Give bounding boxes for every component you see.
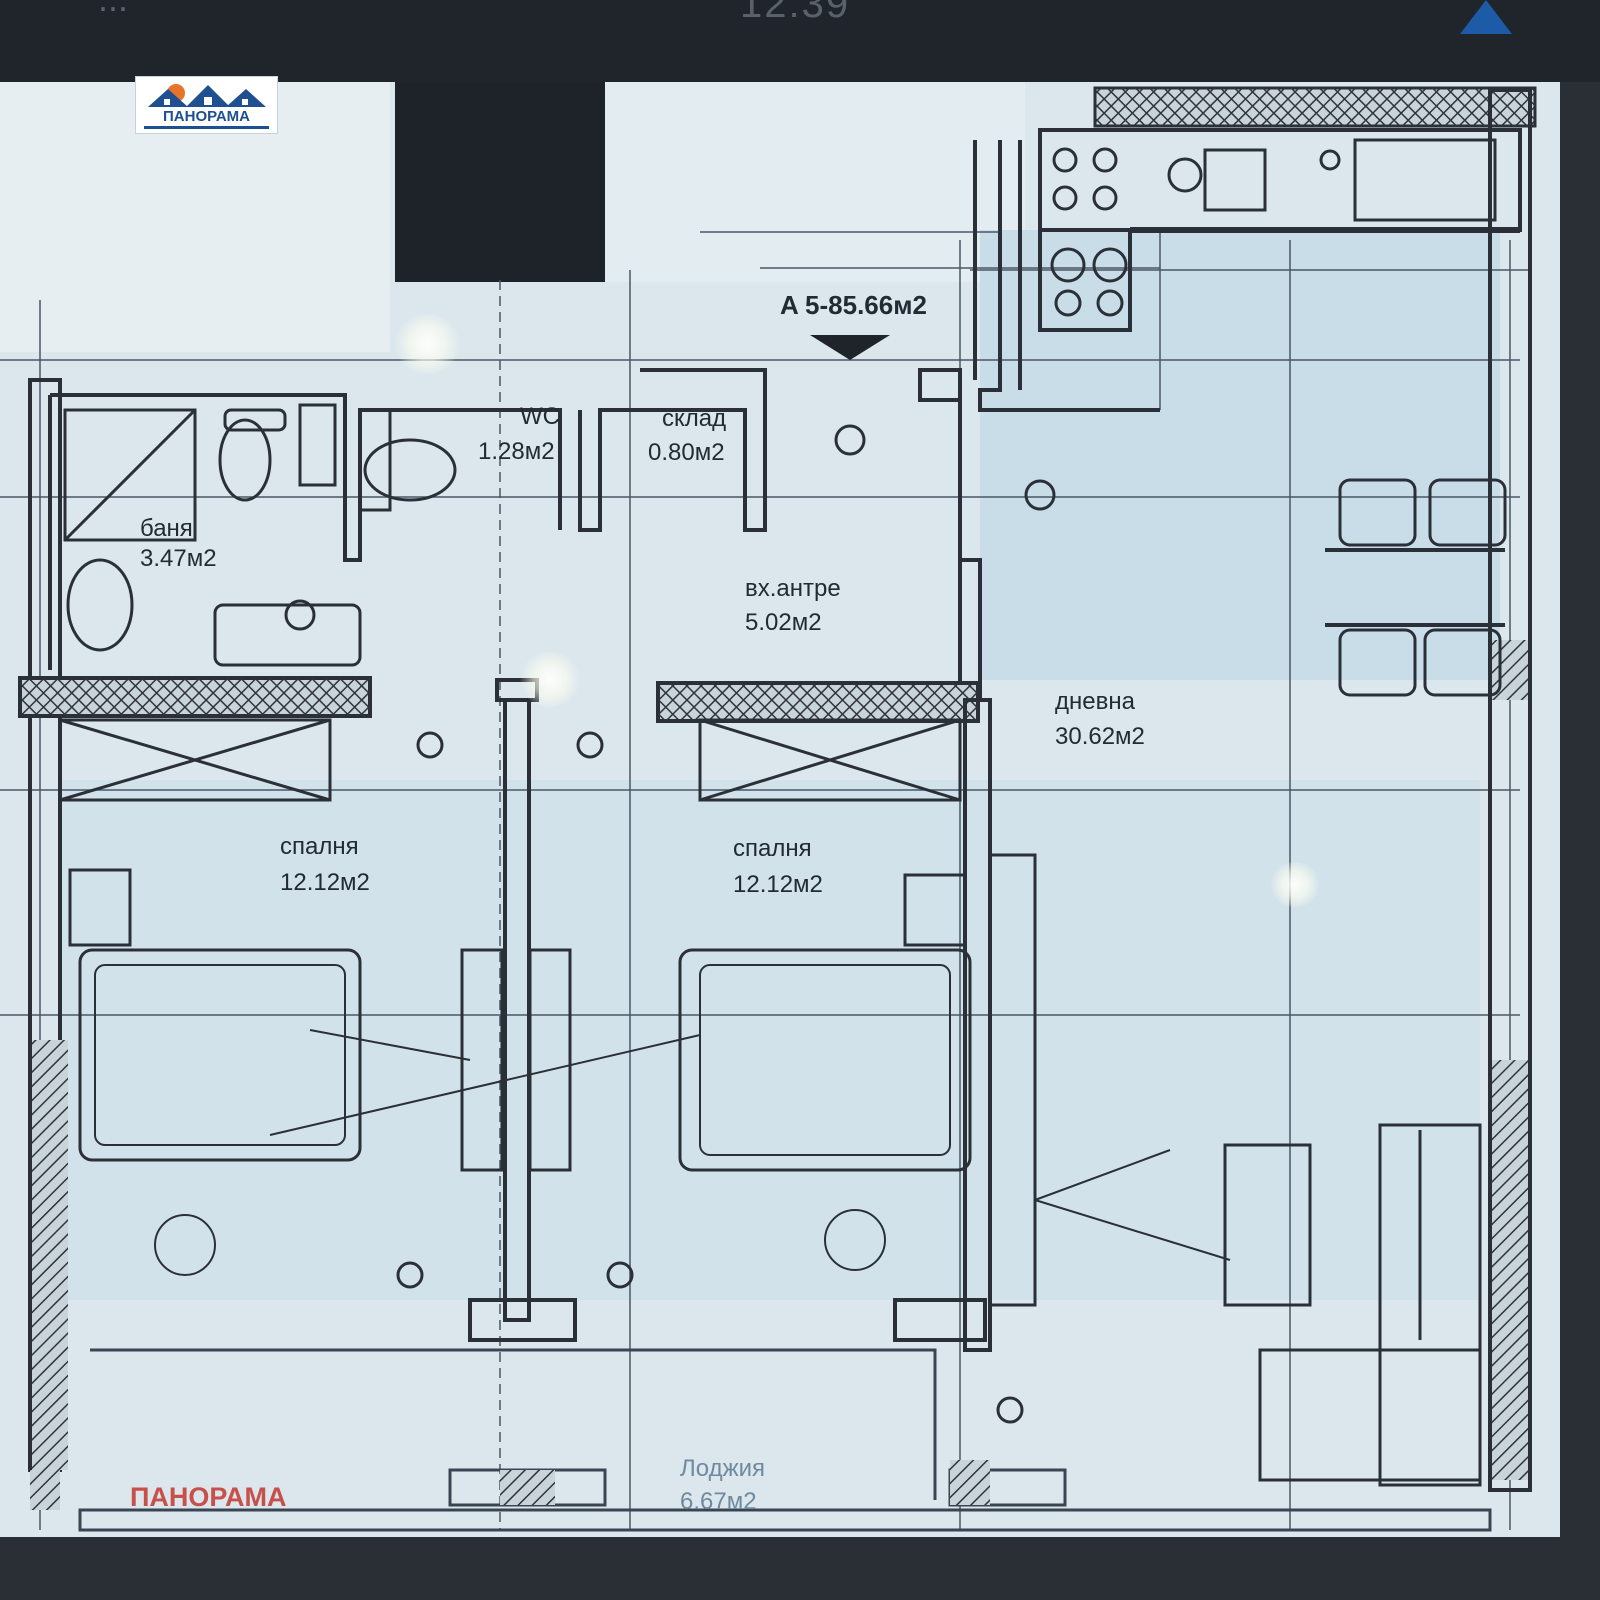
room-bedroom2-name: спалня: [733, 835, 812, 862]
doors: [460, 853, 1037, 1307]
floor-plan-screen: A 5-85.66м2 баня 3.47м2 WC 1.28м2 склад …: [0, 82, 1560, 1537]
room-living-area: 30.62м2: [1055, 723, 1145, 750]
misc-symbols: [154, 424, 1231, 1424]
up-arrow-icon[interactable]: [1460, 0, 1512, 34]
room-entrance-area: 5.02м2: [745, 609, 822, 636]
room-bath-area: 3.47м2: [140, 545, 217, 572]
room-entrance-name: вх.антре: [745, 575, 841, 602]
apartment-label: A 5-85.66м2: [780, 290, 927, 320]
entry-arrow: [810, 335, 890, 360]
monitor-bezel-bottom: [0, 1537, 1600, 1600]
logo-underline: [144, 126, 269, 129]
room-wc-name: WC: [520, 403, 560, 430]
monitor-bezel-right: [1560, 82, 1600, 1537]
wardrobes: [58, 718, 962, 802]
room-bath-name: баня: [140, 515, 193, 542]
walls: [48, 140, 1160, 702]
room-storage-name: склад: [662, 405, 727, 432]
sofa: [1223, 1123, 1482, 1487]
status-bar-left: ...: [98, 0, 128, 20]
beds: [68, 868, 972, 1172]
kitchen-counter: [1038, 128, 1522, 332]
room-bedroom1-name: спалня: [280, 833, 359, 860]
dining-set: [1325, 478, 1507, 697]
light-glare: [1270, 862, 1320, 907]
room-loggia-name: Лоджия: [680, 1455, 766, 1482]
light-glare: [520, 652, 580, 707]
dark-reflection: [395, 82, 605, 282]
light-glare: [395, 314, 460, 374]
floor-plan: [0, 82, 1560, 1537]
logo-text: ПАНОРАМА: [163, 108, 250, 125]
room-bedroom1-area: 12.12м2: [280, 869, 370, 896]
status-bar: ... 12:39: [0, 0, 1600, 82]
room-bedroom2-area: 12.12м2: [733, 871, 823, 898]
panorama-logo: ПАНОРАМА: [135, 76, 278, 134]
status-time: 12:39: [740, 0, 851, 26]
room-storage-area: 0.80м2: [648, 439, 725, 466]
room-loggia-area: 6.67м2: [680, 1488, 757, 1515]
bathroom-fixtures: [63, 408, 457, 667]
room-wc-area: 1.28м2: [478, 438, 555, 465]
room-living-name: дневна: [1055, 688, 1135, 715]
watermark: ПАНОРАМА: [130, 1482, 287, 1512]
houses-icon: [148, 84, 266, 107]
